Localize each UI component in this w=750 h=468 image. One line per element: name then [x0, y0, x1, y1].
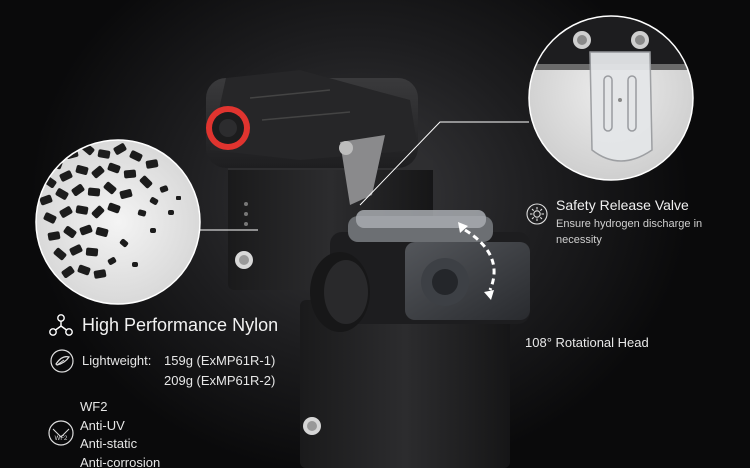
back-unit	[206, 70, 433, 290]
release-valve-magnifier	[359, 15, 694, 206]
front-unit	[300, 210, 530, 468]
feather-icon	[50, 349, 74, 373]
protection-item: Anti-corrosion	[80, 454, 161, 468]
material-title: High Performance Nylon	[82, 315, 279, 335]
svg-text:WF2: WF2	[55, 436, 68, 442]
molecule-icon	[49, 314, 73, 336]
weight-value-2: 209g (ExMP61R-2)	[164, 373, 276, 388]
valve-title: Safety Release Valve	[556, 197, 689, 213]
rotation-title: 108° Rotational Head	[525, 335, 649, 350]
protection-list: WF2 Anti-UV Anti-static Anti-corrosion	[80, 398, 160, 468]
wf2-badge-icon: WF2	[48, 420, 74, 446]
nylon-pellet-magnifier	[35, 139, 258, 305]
protection-item: WF2	[80, 399, 108, 414]
weight-label: Lightweight:	[82, 353, 152, 368]
protection-item: Anti-UV	[80, 417, 125, 433]
protection-item: Anti-static	[80, 436, 138, 451]
gear-icon	[526, 203, 548, 225]
valve-description: Ensure hydrogen discharge in necessity	[556, 218, 703, 246]
weight-value-1: 159g (ExMP61R-1)	[164, 353, 276, 368]
